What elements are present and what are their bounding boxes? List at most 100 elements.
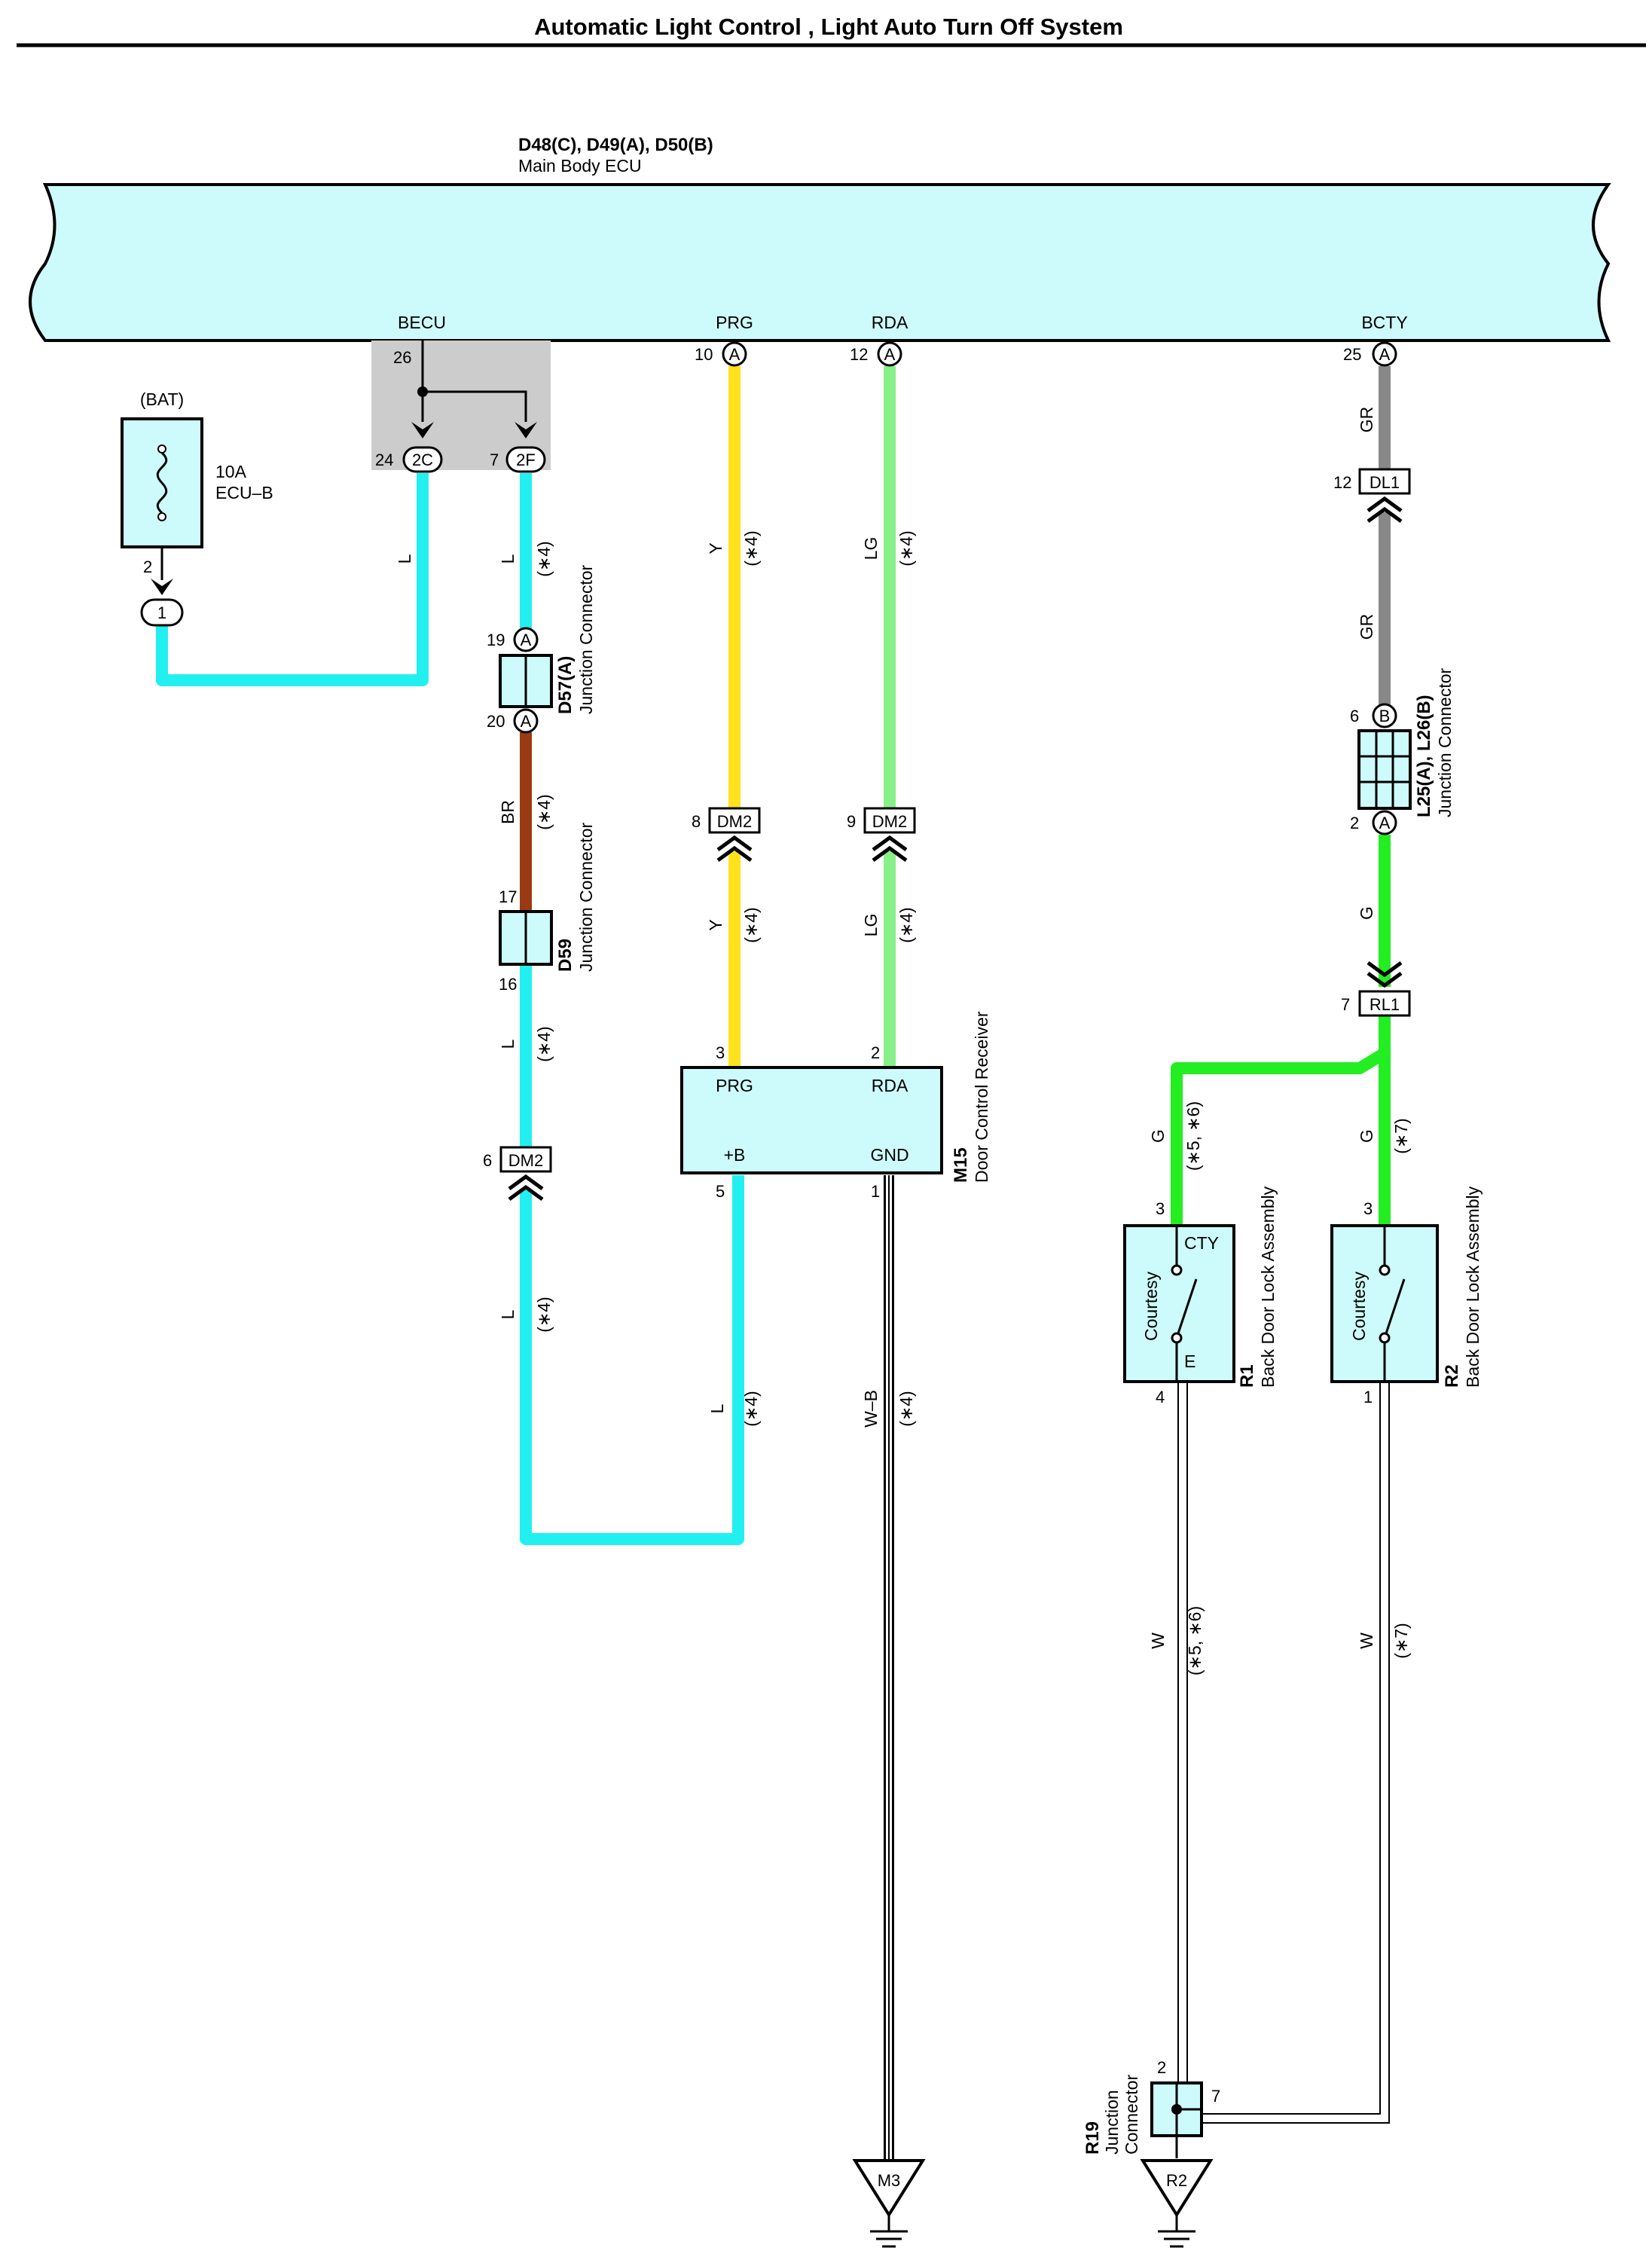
ground-r2: R2 — [1140, 2159, 1214, 2248]
connector-d57: A A 19 20 — [487, 627, 553, 734]
svg-text:(∗4): (∗4) — [534, 1026, 554, 1061]
svg-text:+B: +B — [724, 1145, 746, 1165]
svg-text:2: 2 — [1157, 2058, 1166, 2077]
svg-text:12: 12 — [1333, 473, 1351, 492]
svg-text:(∗4): (∗4) — [534, 1296, 554, 1332]
svg-text:G: G — [1357, 1129, 1376, 1143]
svg-text:16: 16 — [499, 975, 517, 994]
ecu-code: D48(C), D49(A), D50(B) — [518, 135, 713, 155]
svg-text:BR: BR — [498, 800, 518, 824]
r1-back-door-lock-assembly: CTY E 3 4 — [1123, 1199, 1235, 1406]
svg-text:4: 4 — [1156, 1388, 1165, 1406]
r19-code: R19 — [1083, 2121, 1103, 2155]
connector-dm2-prg: DM2 8 — [692, 807, 761, 863]
ecu-pin-prg: A 10 — [695, 341, 747, 367]
svg-text:LG: LG — [861, 914, 881, 937]
svg-text:3: 3 — [1363, 1199, 1373, 1218]
d57-name: Junction Connector — [576, 564, 596, 714]
svg-text:(∗5, ∗6): (∗5, ∗6) — [1185, 1606, 1205, 1675]
svg-text:RL1: RL1 — [1370, 995, 1400, 1014]
svg-text:20: 20 — [487, 712, 505, 731]
svg-text:2C: 2C — [412, 450, 433, 469]
svg-text:7: 7 — [1211, 2087, 1220, 2106]
svg-text:(∗4): (∗4) — [896, 1391, 916, 1426]
svg-text:GR: GR — [1357, 614, 1376, 640]
svg-text:17: 17 — [499, 887, 517, 906]
r1-name: Back Door Lock Assembly — [1258, 1186, 1278, 1388]
ecu-terminal-bcty: BCTY — [1361, 313, 1407, 332]
svg-text:26: 26 — [393, 348, 411, 367]
svg-text:5: 5 — [716, 1182, 725, 1201]
svg-text:25: 25 — [1343, 345, 1361, 364]
ecu-pin-becu: 26 — [393, 341, 424, 392]
svg-text:L: L — [707, 1403, 727, 1413]
r1-courtesy-label: Courtesy — [1141, 1271, 1161, 1341]
fuse-name: ECU–B — [215, 483, 273, 502]
svg-text:L: L — [498, 1309, 518, 1319]
connector-d59: 17 16 — [499, 887, 553, 994]
connector-dm2-rda: DM2 9 — [847, 807, 916, 863]
splice-junction — [411, 386, 537, 438]
connector-rl1: RL1 7 — [1341, 960, 1411, 1017]
ecu-body — [29, 183, 1611, 342]
svg-text:DL1: DL1 — [1370, 473, 1400, 492]
svg-text:1: 1 — [1363, 1388, 1373, 1406]
svg-text:6: 6 — [1350, 707, 1359, 725]
r2-code: R2 — [1442, 1364, 1462, 1388]
ecu-pin-bcty: A 25 — [1343, 341, 1397, 367]
svg-text:8: 8 — [692, 812, 701, 831]
svg-text:(∗4): (∗4) — [896, 907, 916, 942]
fuse-ecu-b — [121, 417, 203, 595]
fuse-rating: 10A — [215, 462, 247, 481]
svg-text:RDA: RDA — [872, 1076, 908, 1095]
fuse-supply: (BAT) — [140, 389, 184, 409]
svg-text:A: A — [1379, 814, 1391, 832]
svg-text:(∗4): (∗4) — [534, 794, 554, 829]
svg-text:A: A — [729, 345, 740, 364]
wire-l-fuse-splice — [156, 473, 429, 686]
connector-r19: 2 7 — [1150, 2058, 1220, 2158]
svg-text:7: 7 — [1341, 995, 1350, 1014]
svg-text:24: 24 — [375, 450, 393, 469]
m15-code: M15 — [951, 1147, 971, 1183]
svg-text:GR: GR — [1357, 407, 1376, 433]
svg-text:3: 3 — [1156, 1199, 1165, 1218]
svg-text:DM2: DM2 — [717, 812, 752, 831]
svg-text:PRG: PRG — [716, 1076, 753, 1095]
connector-l25-l26: B A 6 2 — [1350, 703, 1412, 835]
svg-text:(∗4): (∗4) — [534, 541, 554, 576]
ground-m3: M3 — [852, 2159, 926, 2248]
connector-dl1: DL1 12 — [1333, 468, 1411, 524]
svg-text:L: L — [498, 1039, 518, 1049]
connector-2f: 2F 7 — [490, 446, 546, 473]
ecu-terminal-rda: RDA — [872, 313, 908, 332]
svg-text:12: 12 — [850, 345, 868, 364]
svg-text:B: B — [1379, 707, 1391, 725]
svg-text:W–B: W–B — [861, 1390, 881, 1428]
fuse-connector-1: 1 — [140, 598, 184, 627]
svg-text:2: 2 — [1350, 814, 1359, 832]
svg-text:Y: Y — [706, 542, 725, 554]
svg-text:2: 2 — [871, 1043, 880, 1062]
r19-name-1: Junction — [1102, 2090, 1122, 2155]
wire-g-rl1-r1 — [1171, 1048, 1388, 1224]
ecu-name: Main Body ECU — [518, 156, 642, 176]
m15-name: Door Control Receiver — [972, 1011, 991, 1183]
svg-text:(∗7): (∗7) — [1391, 1118, 1411, 1153]
d59-code: D59 — [555, 939, 576, 972]
m15-door-control-receiver: PRG RDA +B GND 3 2 5 1 — [680, 1043, 943, 1201]
l25-name: Junction Connector — [1435, 667, 1455, 817]
ecu-terminal-prg: PRG — [716, 313, 753, 332]
connector-2c: 2C 24 — [375, 446, 443, 473]
svg-text:R2: R2 — [1166, 2171, 1187, 2190]
d57-code: D57(A) — [555, 656, 576, 714]
svg-text:GND: GND — [870, 1145, 908, 1165]
diagram-title: Automatic Light Control , Light Auto Tur… — [534, 14, 1123, 40]
svg-text:(∗7): (∗7) — [1391, 1623, 1411, 1658]
svg-text:G: G — [1357, 906, 1376, 920]
r2-back-door-lock-assembly: 3 1 — [1330, 1199, 1439, 1406]
ecu-pin-rda: A 12 — [850, 341, 902, 367]
svg-text:2F: 2F — [516, 450, 536, 469]
svg-text:7: 7 — [490, 450, 499, 469]
